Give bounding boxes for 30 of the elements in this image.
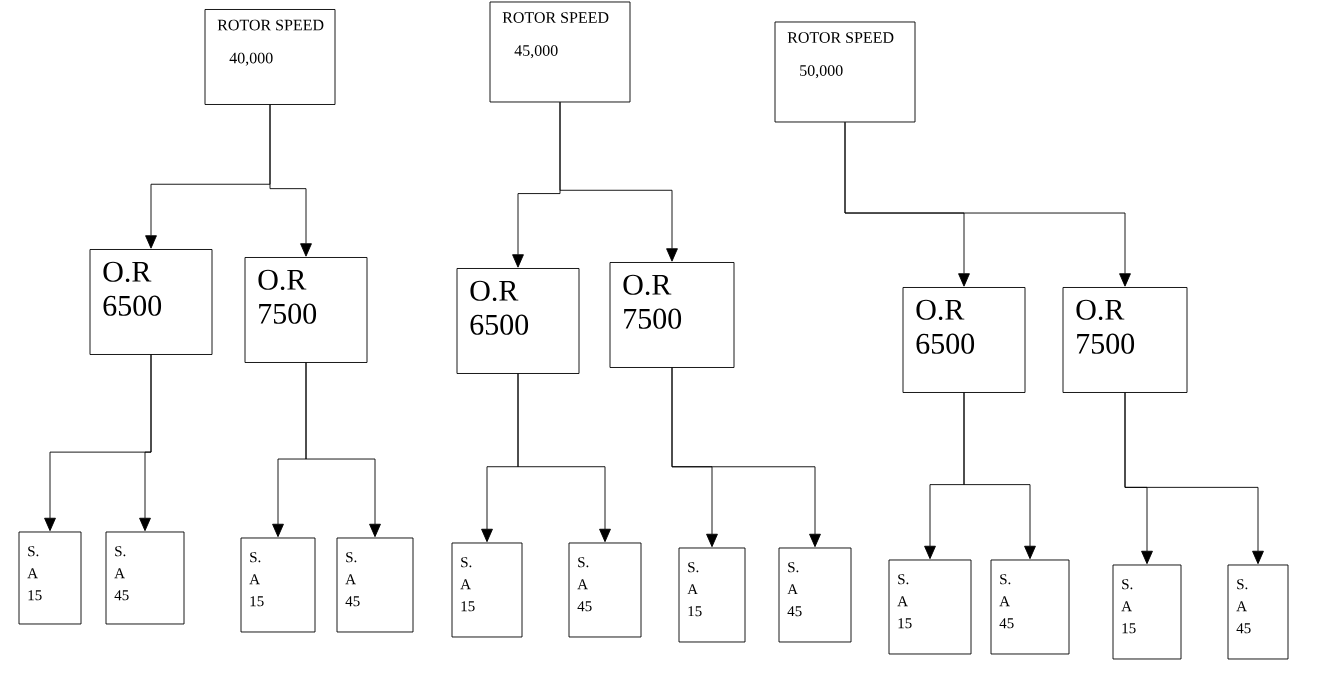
arrow xyxy=(269,104,312,257)
sample-box: S. A 45 xyxy=(990,559,1070,655)
rotor-speed-box: ROTOR SPEED 40,000 xyxy=(204,9,336,105)
arrow xyxy=(517,373,611,543)
arrow xyxy=(844,121,1131,287)
outer-ring-box: O.R 7500 xyxy=(1062,287,1188,393)
arrow xyxy=(963,392,1036,560)
sample-box: S. A 15 xyxy=(451,542,523,638)
sample-box: S. A 45 xyxy=(778,547,852,643)
outer-ring-box: O.R 6500 xyxy=(89,249,213,355)
arrow xyxy=(559,101,678,262)
arrow xyxy=(139,354,152,532)
arrow xyxy=(671,367,821,548)
outer-ring-box: O.R 6500 xyxy=(456,268,580,374)
outer-ring-box: O.R 7500 xyxy=(609,262,735,368)
sample-box: S. A 15 xyxy=(888,559,972,655)
arrow xyxy=(1124,392,1264,565)
sample-box: S. A 15 xyxy=(240,537,316,633)
sample-box: S. A 45 xyxy=(568,542,642,638)
sample-box: S. A 45 xyxy=(336,537,414,633)
sample-box: S. A 15 xyxy=(678,547,746,643)
sample-box: S. A 15 xyxy=(1112,564,1182,660)
arrow xyxy=(305,362,381,538)
outer-ring-box: O.R 7500 xyxy=(244,257,368,363)
rotor-speed-box: ROTOR SPEED 45,000 xyxy=(489,1,631,103)
rotor-speed-box: ROTOR SPEED 50,000 xyxy=(774,21,916,123)
sample-box: S. A 45 xyxy=(1227,564,1289,660)
sample-box: S. A 15 xyxy=(18,531,82,625)
outer-ring-box: O.R 6500 xyxy=(902,287,1026,393)
sample-box: S. A 45 xyxy=(105,531,185,625)
